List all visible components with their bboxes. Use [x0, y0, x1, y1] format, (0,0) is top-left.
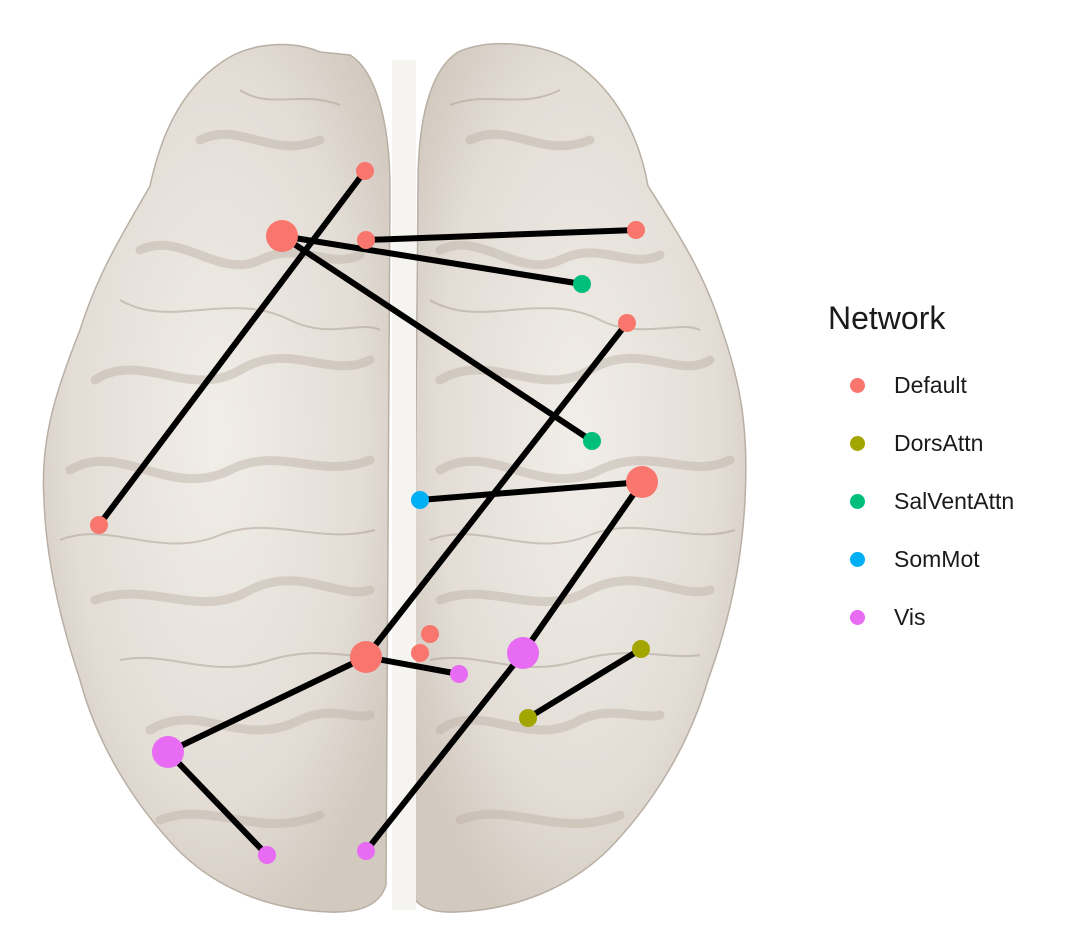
- legend-dot-icon: [850, 435, 865, 451]
- legend-dot-icon: [850, 377, 865, 393]
- node-vis-n18: [152, 736, 184, 768]
- legend-label: Vis: [894, 603, 926, 630]
- edge-n18-n19: [165, 749, 270, 858]
- edge-n1-n10: [96, 168, 368, 528]
- edge-n13-n18: [165, 654, 369, 755]
- node-vis-n15: [507, 637, 539, 669]
- node-default-n6: [618, 314, 636, 332]
- node-default-n12: [411, 644, 429, 662]
- node-vis-n19: [258, 846, 276, 864]
- edge-n15-n20: [363, 650, 526, 854]
- gyri-shading: [65, 129, 735, 828]
- legend-label: DorsAttn: [894, 429, 984, 456]
- node-vis-n14: [450, 665, 468, 683]
- nodes-layer: [90, 162, 658, 864]
- node-default-n13: [350, 641, 382, 673]
- legend-label: SomMot: [894, 545, 980, 572]
- legend-dot-icon: [850, 493, 865, 509]
- node-default-n1: [356, 162, 374, 180]
- node-default-n11: [421, 625, 439, 643]
- edge-n2-n7: [279, 233, 595, 444]
- legend-item-vis: Vis: [826, 588, 1066, 646]
- node-default-n4: [627, 221, 645, 239]
- node-default-n8: [626, 466, 658, 498]
- legend-label: Default: [894, 371, 967, 398]
- legend-dot-icon: [850, 609, 865, 625]
- brain-outline: [42, 42, 747, 913]
- node-dorsattn-n17: [519, 709, 537, 727]
- edge-n16-n17: [525, 646, 644, 721]
- left-hemisphere: [42, 43, 391, 913]
- node-default-n10: [90, 516, 108, 534]
- midline-fissure: [392, 60, 416, 910]
- node-sommot-n9: [411, 491, 429, 509]
- edge-n9-n8: [417, 479, 645, 503]
- sulci-lines: [59, 89, 736, 668]
- legend-item-default: Default: [826, 356, 1066, 414]
- node-salventattn-n7: [583, 432, 601, 450]
- legend: Network Default DorsAttn SalVentAttn Som…: [826, 302, 1066, 646]
- right-hemisphere: [411, 42, 747, 913]
- node-salventattn-n5: [573, 275, 591, 293]
- edge-n3-n4: [363, 227, 639, 243]
- node-default-n2: [266, 220, 298, 252]
- legend-dot-icon: [850, 551, 865, 567]
- legend-title: Network: [828, 300, 946, 336]
- edge-n2-n5: [279, 233, 585, 287]
- node-default-n3: [357, 231, 375, 249]
- legend-item-salventattn: SalVentAttn: [826, 472, 1066, 530]
- edge-n6-n13: [363, 320, 630, 660]
- brain-connectivity-figure: [42, 42, 747, 913]
- legend-label: SalVentAttn: [894, 487, 1015, 514]
- node-vis-n20: [357, 842, 375, 860]
- legend-item-sommot: SomMot: [826, 530, 1066, 588]
- edges-layer: [96, 168, 645, 858]
- node-dorsattn-n16: [632, 640, 650, 658]
- edge-n8-n15: [520, 479, 645, 656]
- legend-item-dorsattn: DorsAttn: [826, 414, 1066, 472]
